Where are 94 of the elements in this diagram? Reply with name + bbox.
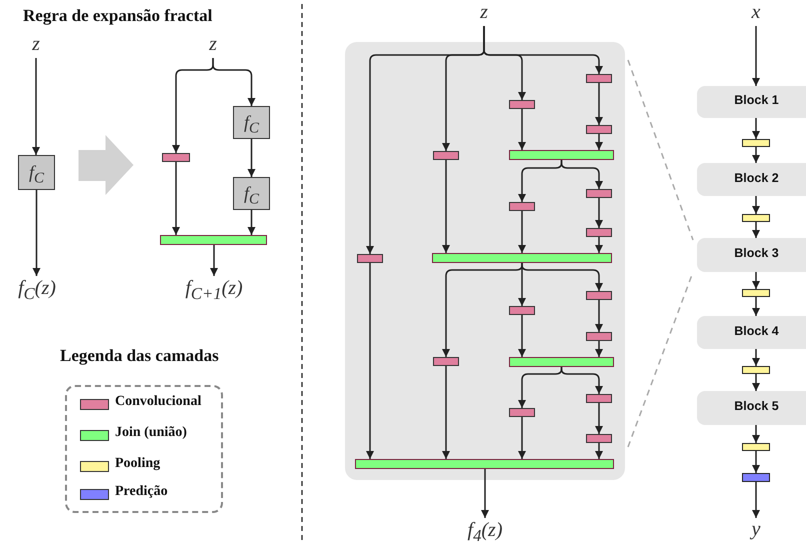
- function-box: f$_{C}$: [233, 106, 270, 139]
- arrow: [172, 162, 180, 235]
- block-box: Block 5: [697, 391, 806, 425]
- arrow: [752, 297, 760, 316]
- math-label: f$_{4}$(z): [450, 518, 520, 546]
- prediction-layer: [742, 473, 770, 482]
- conv-layer: [509, 100, 535, 109]
- fractal-block-panel: [345, 42, 625, 480]
- conv-layer: [586, 189, 612, 198]
- arrow: [595, 443, 603, 459]
- block-box: Block 1: [697, 86, 806, 118]
- conv-layer: [586, 434, 612, 443]
- arrow: [752, 349, 760, 366]
- join-layer: [160, 235, 267, 245]
- legend-label: Join (união): [115, 425, 187, 441]
- arrow: [752, 425, 760, 443]
- conv-layer: [433, 151, 459, 160]
- function-box: f$_{C}$: [18, 155, 55, 190]
- arrow: [518, 109, 526, 150]
- join-layer: [509, 357, 614, 367]
- pooling-layer: [742, 289, 770, 297]
- pooling-layer: [742, 443, 770, 451]
- conv-layer: [509, 306, 535, 315]
- arrow: [560, 160, 603, 189]
- legend-heading: Legenda das camadas: [60, 346, 219, 366]
- block-box: Block 3: [697, 238, 806, 272]
- arrow: [752, 451, 760, 473]
- arrow: [752, 26, 760, 86]
- arrow: [442, 366, 450, 459]
- function-box: f$_{C}$: [233, 177, 270, 210]
- arrow: [518, 211, 526, 253]
- pooling-layer: [742, 214, 770, 222]
- arrow: [752, 222, 760, 238]
- arrow: [518, 367, 562, 408]
- math-label: x: [744, 2, 768, 26]
- join-layer: [509, 150, 614, 160]
- conv-layer: [162, 153, 190, 162]
- conv-layer: [357, 254, 383, 263]
- arrow: [518, 160, 562, 202]
- arrow: [442, 160, 450, 253]
- conv-layer: [433, 357, 459, 366]
- arrow: [560, 367, 603, 394]
- arrow: [32, 58, 40, 155]
- arrow: [595, 237, 603, 253]
- legend-label: Convolucional: [115, 394, 202, 410]
- conv-layer: [586, 394, 612, 403]
- arrow: [752, 374, 760, 391]
- join-layer: [432, 253, 612, 263]
- arrow: [481, 469, 489, 518]
- arrow: [752, 196, 760, 214]
- arrow: [595, 83, 603, 125]
- arrow: [521, 263, 603, 291]
- arrow: [595, 198, 603, 228]
- zoom-guide-line: [627, 60, 694, 240]
- arrow: [518, 315, 526, 357]
- arrow: [752, 272, 760, 289]
- conv-layer: [586, 74, 612, 83]
- arrow: [212, 58, 256, 106]
- arrow: [595, 134, 603, 150]
- arrow: [752, 147, 760, 163]
- arrow: [483, 26, 603, 74]
- pooling-layer: [742, 366, 770, 374]
- arrow: [595, 403, 603, 434]
- math-label: f$_{C}$(z): [8, 276, 66, 304]
- title: Regra de expansão fractal: [23, 6, 212, 26]
- conv-layer: [586, 125, 612, 134]
- arrow: [752, 118, 760, 139]
- math-label: z: [201, 34, 225, 58]
- conv-layer: [586, 291, 612, 300]
- block-box: Block 4: [697, 316, 806, 349]
- conv-layer: [586, 332, 612, 341]
- arrow: [248, 210, 256, 235]
- arrow: [32, 190, 40, 276]
- math-label: y: [744, 518, 768, 544]
- math-label: z: [24, 34, 48, 58]
- pooling-layer: [742, 139, 770, 147]
- arrow: [210, 245, 218, 276]
- conv-layer: [509, 408, 535, 417]
- arrow: [595, 341, 603, 357]
- arrow: [248, 139, 256, 177]
- math-label: z: [472, 2, 496, 26]
- block-arrow: [78, 135, 134, 195]
- arrow: [442, 263, 523, 357]
- arrow: [366, 263, 374, 459]
- arrow: [595, 300, 603, 332]
- join-layer: [355, 459, 614, 469]
- conv-layer: [509, 202, 535, 211]
- legend-label: Predição: [115, 484, 168, 500]
- math-label: f$_{C+1}$(z): [170, 276, 258, 304]
- legend-label: Pooling: [115, 456, 160, 472]
- arrow: [518, 417, 526, 459]
- block-box: Block 2: [697, 163, 806, 196]
- conv-layer: [586, 228, 612, 237]
- arrow: [752, 482, 760, 518]
